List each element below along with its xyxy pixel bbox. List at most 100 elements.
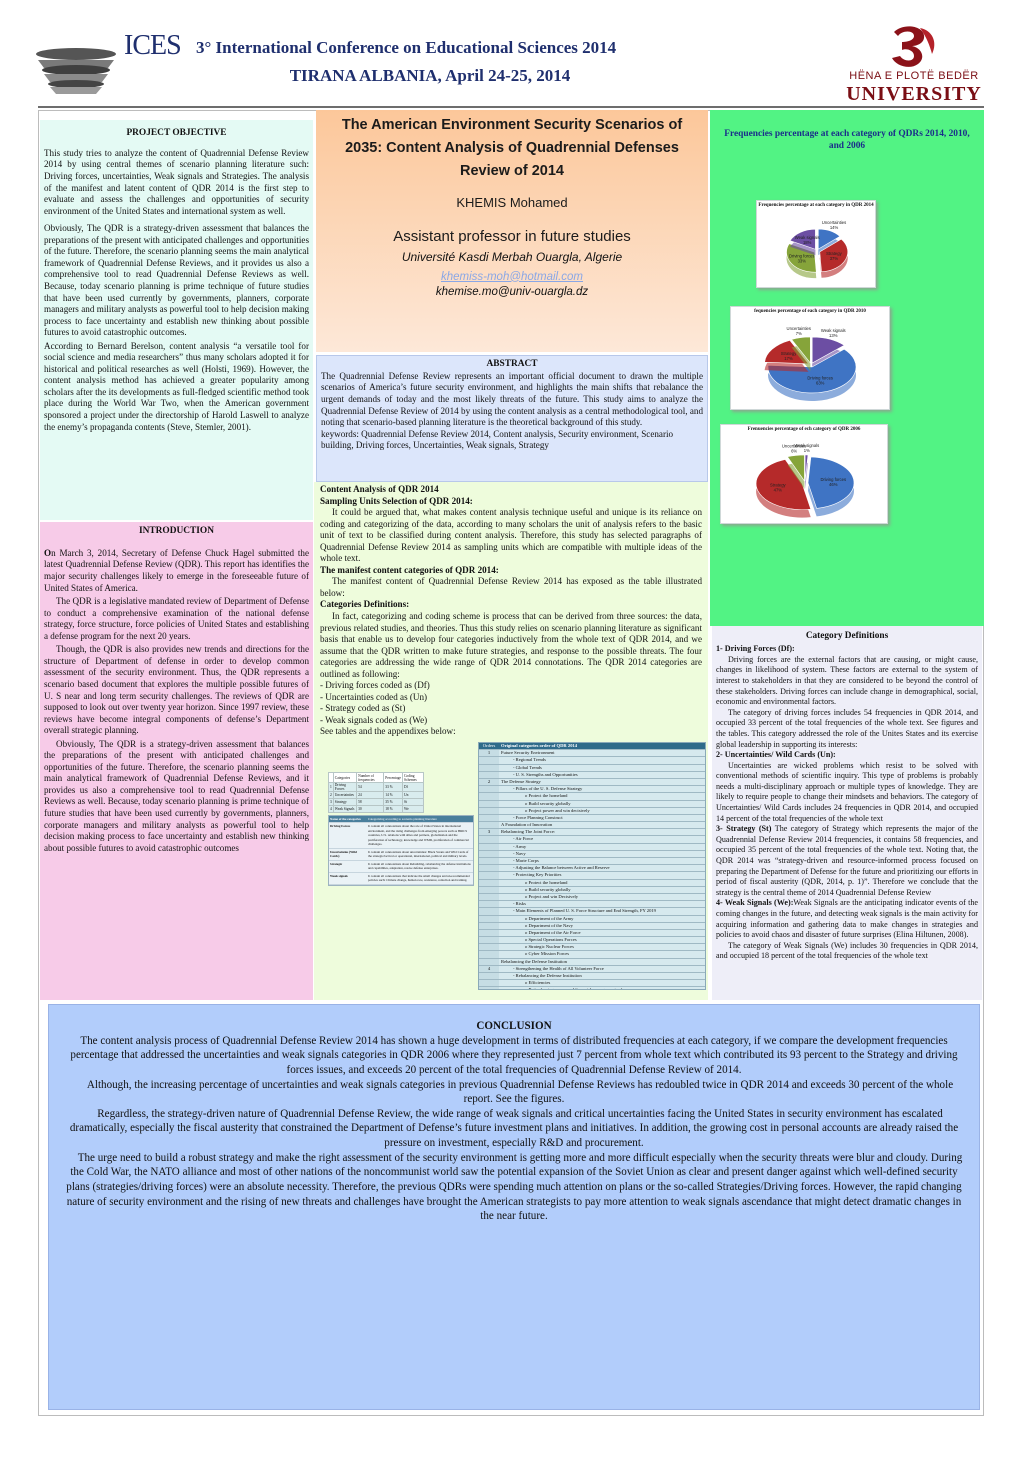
table-cell: Rebalancing The Joint Force: [501, 829, 556, 835]
table-cell: o Project and win Decisively [525, 893, 579, 899]
table-row: - Protecting Key Priorities [479, 872, 705, 880]
table-row: - Army [479, 843, 705, 851]
pie-title: Frenuencies percentage of ech category o… [747, 427, 861, 432]
pie-slice-percent: 6% [791, 449, 797, 454]
pie-slice-percent: 13% [829, 333, 838, 338]
table-cell: Driving Forces [332, 782, 358, 792]
table-cell [479, 958, 499, 965]
table-cell: - Army [513, 843, 527, 849]
pie-slice-label: Weak signals [794, 443, 819, 448]
pie-slice [789, 228, 816, 250]
table-cell [479, 901, 499, 908]
table-cell [479, 843, 499, 850]
table-cell: - Rebalancing the Defense Institution [513, 973, 582, 978]
table-cell: o Project power and win decisively [525, 807, 590, 813]
table-header-row: Name of the categories Categorizing acco… [329, 816, 473, 824]
table-cell [479, 822, 499, 829]
table-cell: - Adjusting the Balance between Active a… [513, 865, 610, 871]
table-cell: o Special Operations Forces [525, 937, 577, 943]
table-cell: 35 % [383, 798, 403, 806]
table-header-cell: Percentage [383, 772, 403, 783]
table-cell: St [401, 798, 425, 806]
table-cell [479, 951, 499, 958]
table-row: - Adjusting the Balance between Active a… [479, 865, 705, 873]
table-cell: 58 [356, 798, 385, 806]
table-cell [479, 771, 499, 778]
table-cell: 1 [479, 750, 499, 757]
table-cell: Uncertainties [332, 791, 358, 799]
table-cell: o Better buying power and financial mana… [525, 987, 632, 990]
objective-paragraph-1: This study tries to analyze the content … [44, 147, 309, 216]
table-cell: o Efficiencies [525, 980, 551, 986]
table-cell: - Main Elements of Planned U. S. Force S… [513, 908, 656, 914]
conclusion-heading: CONCLUSION [476, 1020, 552, 1032]
pie-slice-percent: 17% [784, 356, 793, 361]
definition-heading-strategy: 3- Strategy (St) [716, 824, 772, 834]
table-cell: 14 % [383, 791, 403, 799]
pie-slice-label: Driving forces [789, 253, 815, 258]
table-row: - Risks [479, 901, 705, 909]
table-header-cell: Name of the categories [330, 817, 361, 821]
table-cell: - Force Planning Construct [513, 814, 563, 820]
pie-slice [755, 459, 812, 510]
table-cell [479, 980, 499, 987]
table-row: - Pillars of the U. S. Defense Strategy [479, 786, 705, 794]
table-cell: A Foundation of Innovation [501, 822, 553, 828]
definition-strategy: 3- Strategy (St) The category of Strateg… [716, 824, 978, 898]
table-cell: Strategic [330, 861, 343, 866]
abstract-body: The Quadrennial Defense Review represent… [321, 370, 703, 428]
poster-header: ICES 3° International Conference on Educ… [0, 0, 1024, 108]
pie-slice-label: Weak signals [821, 328, 846, 333]
table-cell: 2 [479, 778, 499, 786]
category-list-item: - Driving forces coded as (Df) [320, 680, 430, 691]
pie-slice [787, 454, 805, 482]
pie-title: fequencies percentage of each category i… [754, 309, 866, 314]
table-cell: The Defense Strategy [501, 778, 541, 784]
pie-slice-label: Uncertainties [787, 326, 811, 331]
definition-weak-signals: 4- Weak Signals (We):Weak Signals are th… [716, 898, 978, 940]
definition-paragraph: The category of Weak Signals (We) includ… [716, 940, 978, 961]
table-cell: It contain all connotations about the ro… [368, 824, 469, 847]
table-cell: 33 % [383, 782, 403, 792]
category-list-item: - Strategy coded as (St) [320, 703, 406, 714]
pie-slice [804, 454, 809, 481]
objective-heading: PROJECT OBJECTIVE [126, 128, 227, 138]
content-paragraph-2: The manifest content of Quadrennial Defe… [320, 576, 702, 598]
pie-chart-qdr-2014: Frequencies percentage at each category … [756, 200, 876, 288]
table-row: - Main Elements of Planned U. S. Force S… [479, 908, 705, 916]
table-cell: Driving Forces [330, 824, 351, 829]
table-cell [479, 987, 499, 989]
table-row: 2 Uncertainties 24 14 % Un [328, 791, 425, 799]
pie-slice-label: Strategy [826, 251, 843, 256]
conclusion-paragraph-1: The content analysis process of Quadrenn… [70, 1034, 958, 1076]
table-cell [479, 973, 499, 980]
pie-chart-qdr-2010: fequencies percentage of each category i… [730, 306, 890, 410]
table-cell [479, 865, 499, 872]
table-cell: - Protecting Key Priorities [513, 872, 562, 878]
table-row: o Strategic Nuclear Forces [479, 944, 705, 952]
university-name-line1: HËNA E PLOTË BEDËR [849, 70, 979, 82]
table-row: Rebalancing the Defense Institution [479, 958, 705, 966]
conclusion-paragraph-2: Although, the increasing percentage of u… [86, 1078, 954, 1106]
pie-slice [817, 228, 841, 250]
author-email-link[interactable]: khemiss-moh@hotmail.com [440, 270, 584, 283]
table-cell: - Global Trends [513, 764, 542, 770]
ices-wordmark: ICES [124, 30, 182, 61]
table-row: - Regional Trends [479, 757, 705, 765]
table-cell: Weak signals [330, 873, 348, 878]
table-header-row: Orders Original categories order of QDR … [479, 743, 705, 751]
objective-paragraph-3: According to Bernard Berelson, content a… [44, 340, 309, 432]
table-cell [479, 893, 499, 901]
table-header-cell: Categories [332, 772, 358, 783]
table-row: - Navy [479, 850, 705, 858]
table-cell [479, 886, 499, 893]
table-cell [479, 872, 499, 879]
introduction-heading: INTRODUCTION [138, 526, 214, 536]
content-paragraph-4: See tables and the appendixes below: [320, 726, 456, 737]
conclusion-paragraph-3: Regardless, the strategy-driven nature o… [69, 1107, 959, 1150]
pie-slice [811, 336, 845, 364]
table-cell: o Cyber Mission Forces [525, 951, 570, 957]
pie-slice-percent: 46% [829, 482, 838, 487]
original-categories-table: Orders Original categories order of QDR … [478, 742, 706, 990]
